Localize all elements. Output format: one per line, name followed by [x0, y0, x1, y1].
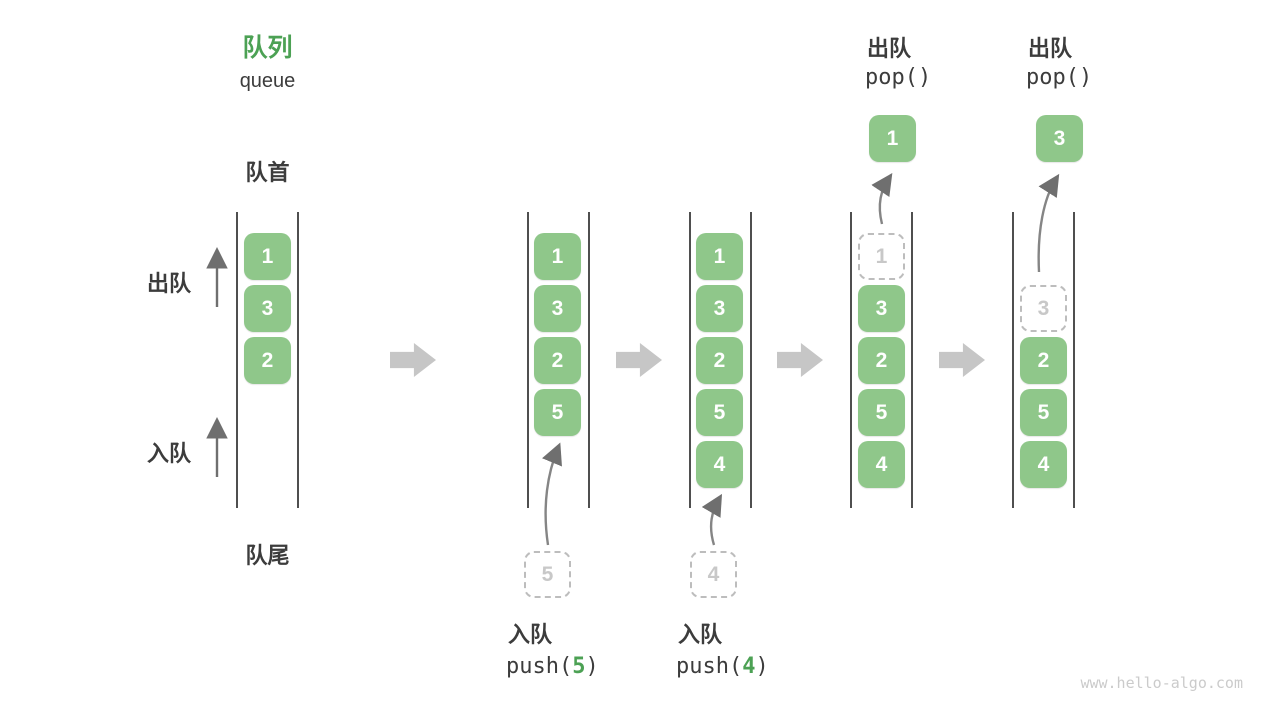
code-arg: 5: [572, 654, 586, 679]
label-enqueue: 入队: [147, 441, 192, 466]
step-arrow-icon: [939, 343, 985, 377]
queue-wall: [236, 212, 238, 508]
incoming-element-ghost: 4: [690, 551, 737, 598]
diagram-title-zh: 队列: [242, 34, 293, 62]
queue-element: 4: [858, 441, 905, 488]
code-close: ): [585, 654, 599, 679]
incoming-element-ghost: 5: [524, 551, 571, 598]
label-queue-rear: 队尾: [245, 543, 290, 568]
queue-element: 3: [858, 285, 905, 332]
removed-element-ghost: 1: [858, 233, 905, 280]
queue-element: 2: [696, 337, 743, 384]
code-fn: pop(): [865, 65, 932, 90]
queue-wall: [527, 212, 529, 508]
queue-element: 1: [244, 233, 291, 280]
step-arrow-icon: [777, 343, 823, 377]
queue-element: 2: [534, 337, 581, 384]
queue-wall: [588, 212, 590, 508]
queue-element: 3: [244, 285, 291, 332]
queue-element: 1: [534, 233, 581, 280]
code-fn: push(: [676, 654, 743, 679]
op-code-pop: pop(): [865, 65, 931, 90]
queue-wall: [850, 212, 852, 508]
popped-element: 1: [869, 115, 916, 162]
op-label-enqueue: 入队: [508, 622, 553, 647]
pop1-arrow-icon: [871, 173, 893, 225]
op-code-push5: push(5): [506, 654, 599, 679]
label-dequeue: 出队: [147, 271, 192, 296]
code-fn: pop(): [1026, 65, 1093, 90]
queue-element: 5: [534, 389, 581, 436]
queue-element: 5: [696, 389, 743, 436]
pop3-arrow-icon: [1037, 173, 1060, 273]
queue-element: 3: [696, 285, 743, 332]
queue-element: 2: [244, 337, 291, 384]
queue-wall: [689, 212, 691, 508]
popped-element: 3: [1036, 115, 1083, 162]
queue-wall: [1012, 212, 1014, 508]
queue-element: 3: [534, 285, 581, 332]
queue-element: 1: [696, 233, 743, 280]
queue-element: 2: [1020, 337, 1067, 384]
watermark: www.hello-algo.com: [1080, 674, 1243, 692]
queue-wall: [911, 212, 913, 508]
push5-arrow-icon: [542, 442, 562, 546]
op-label-dequeue: 出队: [867, 36, 912, 61]
queue-element: 4: [1020, 441, 1067, 488]
removed-element-ghost: 3: [1020, 285, 1067, 332]
queue-wall: [297, 212, 299, 508]
code-close: ): [755, 654, 769, 679]
queue-wall: [1073, 212, 1075, 508]
queue-wall: [750, 212, 752, 508]
label-queue-front: 队首: [245, 160, 290, 185]
step-arrow-icon: [616, 343, 662, 377]
queue-element: 5: [1020, 389, 1067, 436]
step-arrow-icon: [390, 343, 436, 377]
queue-element: 2: [858, 337, 905, 384]
code-fn: push(: [506, 654, 573, 679]
op-code-push4: push(4): [676, 654, 769, 679]
push4-arrow-icon: [701, 493, 723, 546]
queue-element: 4: [696, 441, 743, 488]
queue-element: 5: [858, 389, 905, 436]
op-label-dequeue: 出队: [1028, 36, 1073, 61]
op-code-pop: pop(): [1026, 65, 1092, 90]
op-label-enqueue: 入队: [678, 622, 723, 647]
diagram-title-en: queue: [239, 70, 296, 92]
code-arg: 4: [742, 654, 756, 679]
